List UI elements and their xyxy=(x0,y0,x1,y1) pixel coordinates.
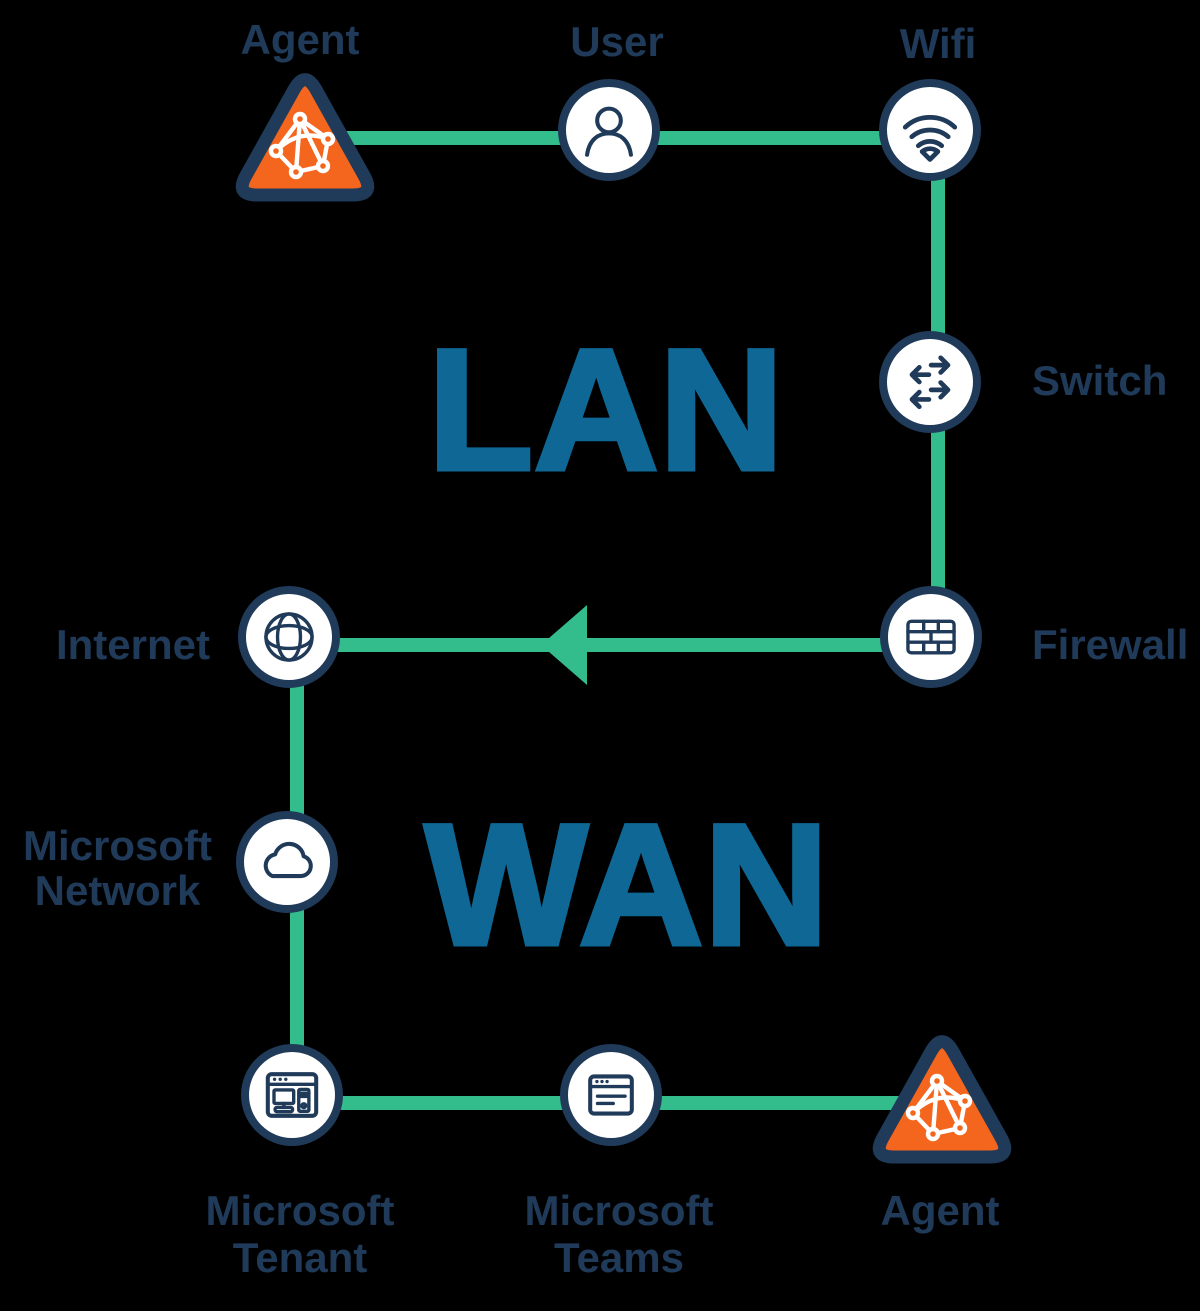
switch-node xyxy=(879,331,981,433)
internet-node xyxy=(238,586,340,688)
agent-bottom-label: Agent xyxy=(880,1187,1000,1234)
microsoft-network-label: Microsoft Network xyxy=(23,822,212,914)
firewall-label: Firewall xyxy=(1032,621,1189,668)
agent-top-label: Agent xyxy=(240,16,360,63)
microsoft-teams-label: Microsoft Teams xyxy=(524,1187,714,1282)
mesh-network-icon xyxy=(905,1073,973,1142)
zone-label-lan: LAN xyxy=(426,314,787,506)
internet-label: Internet xyxy=(55,621,210,668)
microsoft-tenant-label: Microsoft Tenant xyxy=(205,1187,395,1282)
connection-wifi-switch xyxy=(931,138,945,390)
microsoft-tenant-node xyxy=(241,1044,343,1146)
browser-window-icon xyxy=(588,1074,634,1116)
zone-label-wan: WAN xyxy=(423,789,831,981)
desktop-computer-window-icon xyxy=(265,1072,319,1118)
globe-icon xyxy=(264,612,314,662)
connection-teams-agent xyxy=(619,1096,940,1110)
user-label: User xyxy=(570,18,664,65)
agent-top-node xyxy=(235,73,375,202)
person-icon xyxy=(585,106,633,157)
agent-bottom-node xyxy=(872,1035,1012,1164)
switch-arrows-icon xyxy=(909,355,951,410)
firewall-node xyxy=(880,586,982,688)
switch-label: Switch xyxy=(1032,357,1168,404)
cloud-icon xyxy=(263,841,313,879)
user-node xyxy=(558,79,660,181)
wifi-node xyxy=(879,79,981,181)
microsoft-teams-node xyxy=(560,1044,662,1146)
connection-tenant-teams xyxy=(300,1096,619,1110)
microsoft-network-node xyxy=(236,811,338,913)
wifi-label: Wifi xyxy=(899,20,977,67)
connection-switch-firewall xyxy=(931,390,945,645)
flow-direction-arrow-icon xyxy=(541,605,587,685)
connection-agent-user xyxy=(302,131,617,145)
wifi-icon xyxy=(902,115,958,162)
connection-firewall-internet xyxy=(297,638,939,652)
mesh-network-icon xyxy=(268,111,336,180)
brick-wall-icon xyxy=(906,619,956,655)
connection-user-wifi xyxy=(617,131,938,145)
